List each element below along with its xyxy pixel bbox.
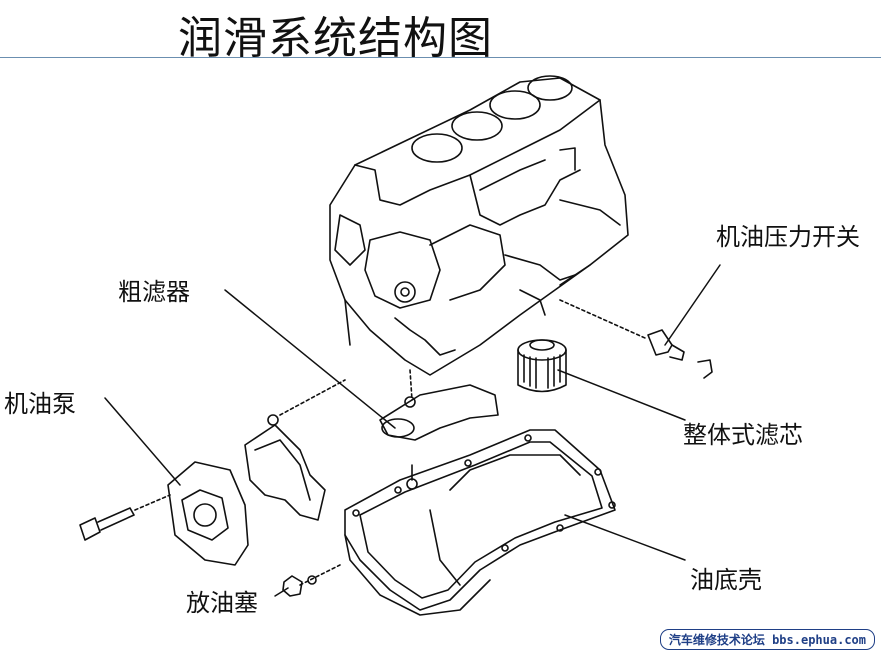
diagram-title: 润滑系统结构图 — [178, 13, 493, 64]
oil-pressure-switch — [559, 299, 713, 379]
engine-block — [329, 75, 629, 376]
title-underline — [0, 57, 881, 58]
oil-filter — [517, 339, 567, 393]
leader-lines — [104, 264, 721, 597]
label-oil-pan: 油底壳 — [690, 566, 762, 594]
oil-pump — [79, 379, 346, 566]
label-pressure-switch: 机油压力开关 — [716, 223, 860, 251]
oil-pan — [344, 429, 616, 616]
drain-plug — [282, 564, 341, 597]
strainer — [379, 369, 499, 490]
label-oil-pump: 机油泵 — [4, 390, 76, 418]
label-oil-filter: 整体式滤芯 — [683, 421, 803, 449]
label-drain-plug: 放油塞 — [186, 589, 258, 617]
forum-watermark: 汽车维修技术论坛 bbs.ephua.com — [659, 629, 875, 650]
label-strainer: 粗滤器 — [118, 278, 190, 306]
